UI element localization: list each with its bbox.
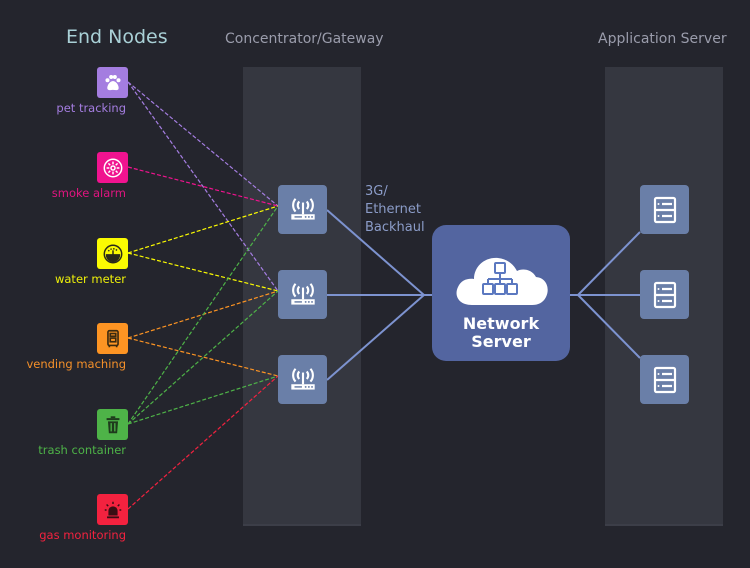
end-node-smoke[interactable] — [97, 152, 128, 183]
backhaul-label: 3G/ Ethernet Backhaul — [365, 183, 425, 237]
backhaul-link-3 — [326, 294, 425, 381]
alarm-light-icon — [102, 499, 124, 521]
end-node-label: gas monitoring — [39, 528, 126, 542]
end-node-gas[interactable] — [97, 494, 128, 525]
vending-machine-icon — [102, 328, 124, 350]
end-node-label: smoke alarm — [51, 186, 126, 200]
router-icon — [286, 363, 320, 397]
end-node-label: vending maching — [26, 357, 126, 371]
app-link-3 — [577, 294, 641, 359]
end-node-label: pet tracking — [56, 101, 126, 115]
app-link-1 — [577, 231, 641, 296]
link-water-to-gateway-2 — [127, 252, 279, 292]
end-node-label: water meter — [54, 272, 126, 286]
gateway-title: Concentrator/Gateway — [225, 31, 384, 47]
link-vending-to-gateway-3 — [127, 337, 279, 377]
smoke-detector-icon — [102, 157, 124, 179]
network-server-label: Network Server — [432, 315, 570, 351]
end-node-water[interactable] — [97, 238, 128, 269]
end-nodes-title: End Nodes — [66, 26, 168, 48]
router-icon — [286, 278, 320, 312]
backhaul-line: Backhaul — [365, 220, 425, 235]
app-server-1[interactable] — [640, 185, 689, 234]
gauge-icon — [102, 243, 124, 265]
router-icon — [286, 193, 320, 227]
end-node-pet[interactable] — [97, 67, 128, 98]
backhaul-line: Ethernet — [365, 202, 421, 217]
end-node-trash[interactable] — [97, 409, 128, 440]
link-trash-to-gateway-3 — [127, 375, 279, 425]
trash-icon — [102, 414, 124, 436]
link-trash-to-gateway-1 — [127, 205, 279, 425]
network-server-line1: Network — [462, 314, 540, 333]
app-server-title: Application Server — [598, 31, 727, 47]
end-node-label: trash container — [38, 443, 126, 457]
cloud-network-icon — [456, 257, 548, 305]
gateway-2[interactable] — [278, 270, 327, 319]
paw-icon — [102, 72, 124, 94]
network-server[interactable]: Network Server — [432, 225, 570, 361]
end-node-vending[interactable] — [97, 323, 128, 354]
link-gas-to-gateway-3 — [127, 375, 279, 510]
link-water-to-gateway-1 — [127, 205, 279, 254]
app-server-3[interactable] — [640, 355, 689, 404]
link-smoke-to-gateway-1 — [127, 166, 279, 207]
link-pet-to-gateway-2 — [127, 81, 279, 292]
link-pet-to-gateway-1 — [127, 81, 279, 207]
network-server-line2: Server — [471, 332, 531, 351]
backhaul-line: 3G/ — [365, 184, 388, 199]
server-icon — [649, 279, 681, 311]
link-trash-to-gateway-2 — [127, 290, 279, 425]
backhaul-link-1 — [326, 209, 425, 296]
gateway-1[interactable] — [278, 185, 327, 234]
server-icon — [649, 194, 681, 226]
gateway-3[interactable] — [278, 355, 327, 404]
server-icon — [649, 364, 681, 396]
app-server-2[interactable] — [640, 270, 689, 319]
